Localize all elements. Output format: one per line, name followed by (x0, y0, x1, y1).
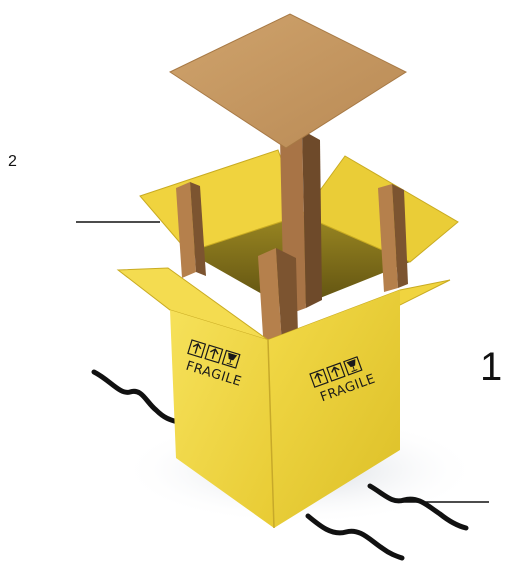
callout-1-label: 1 (480, 345, 502, 389)
callout-2: 2 (8, 153, 160, 223)
box-right-face (268, 290, 400, 528)
this-way-up-icon (204, 344, 224, 364)
box-front-edge (267, 339, 275, 529)
corner-post-back-right (378, 184, 408, 292)
callout-2-label: 2 (8, 153, 17, 170)
this-way-up-icon (326, 362, 346, 382)
box-lid (168, 13, 408, 149)
corner-post-front (258, 248, 298, 352)
this-way-up-icon (309, 368, 329, 388)
cushion-strip-bottom (305, 513, 405, 561)
fragile-glass-icon (343, 356, 363, 376)
cushion-strip-left (91, 369, 181, 425)
fragile-glass-icon (221, 349, 241, 369)
box-left-face (170, 310, 274, 528)
corner-post-back-left (176, 182, 206, 278)
this-way-up-icon (187, 339, 207, 359)
callout-1: 1 (396, 345, 502, 503)
